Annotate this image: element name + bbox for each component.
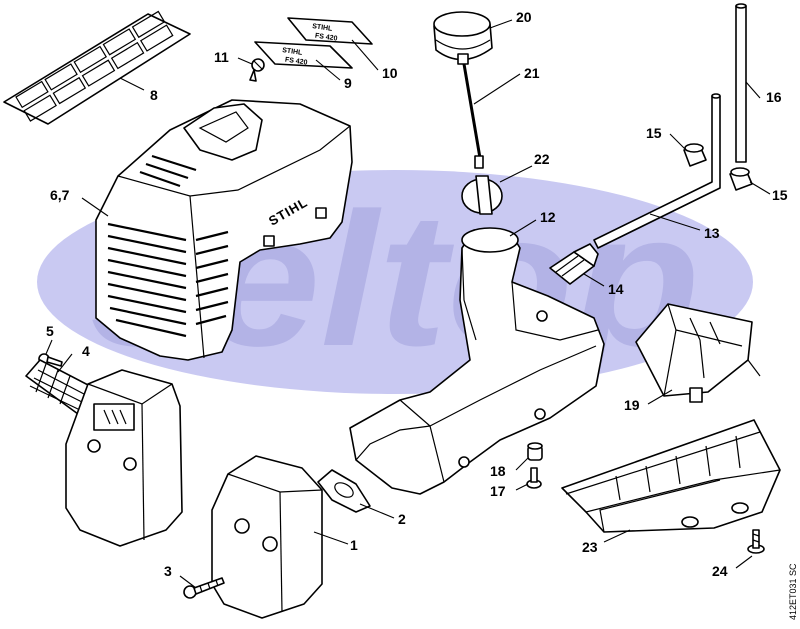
grommet-icon	[683, 143, 707, 167]
svg-text:STIHL: STIHL	[312, 23, 334, 33]
gasket	[317, 469, 371, 513]
callout-9: 9	[344, 75, 352, 91]
callout-15a: 15	[646, 125, 662, 141]
leader-lines	[45, 19, 771, 589]
callout-5: 5	[46, 323, 54, 339]
callout-6-7: 6,7	[50, 187, 70, 203]
callout-4: 4	[82, 343, 90, 359]
pickup-line	[462, 63, 484, 169]
callout-17: 17	[490, 483, 506, 499]
muffler-cover	[65, 369, 183, 547]
cap-retainer	[461, 175, 503, 215]
screw-icon	[183, 577, 225, 599]
tank-bracket	[635, 303, 761, 403]
callout-15b: 15	[772, 187, 788, 203]
callout-21: 21	[524, 65, 540, 81]
callout-10: 10	[382, 65, 398, 81]
callout-3: 3	[164, 563, 172, 579]
svg-text:FS 420: FS 420	[314, 33, 337, 43]
callout-1: 1	[350, 537, 358, 553]
callout-24: 24	[712, 563, 728, 579]
callout-23: 23	[582, 539, 598, 555]
guard-plate	[561, 419, 781, 533]
fuel-tank	[349, 227, 605, 495]
cover-grille	[107, 154, 229, 338]
callout-14: 14	[608, 281, 624, 297]
screw-icon	[249, 58, 265, 82]
callout-8: 8	[150, 87, 158, 103]
svg-text:FS 420: FS 420	[284, 57, 307, 67]
fuel-cap-icon	[433, 11, 493, 65]
engine-shroud: STIHL	[95, 99, 353, 361]
decal-strip-9: STIHL FS 420	[254, 41, 353, 69]
callout-2: 2	[398, 511, 406, 527]
decal-sheet	[3, 10, 191, 125]
callout-12: 12	[540, 209, 556, 225]
hose	[735, 3, 747, 163]
grommet-icon	[527, 442, 543, 461]
callout-18: 18	[490, 463, 506, 479]
guard-ribs	[615, 435, 741, 501]
callout-11: 11	[214, 49, 229, 65]
callouts: 1 2 3 4 5 6,7 8 9 10 11 12 13 14 15 15 1…	[46, 9, 788, 579]
callout-22: 22	[534, 151, 550, 167]
callout-13: 13	[704, 225, 720, 241]
screw-icon	[747, 529, 765, 554]
callout-20: 20	[516, 9, 532, 25]
fuel-filter-icon	[549, 243, 599, 285]
callout-19: 19	[624, 397, 640, 413]
svg-text:STIHL: STIHL	[282, 47, 304, 57]
fuel-hose	[593, 93, 721, 249]
muffler	[211, 455, 323, 619]
screw-icon	[526, 467, 542, 489]
callout-16: 16	[766, 89, 782, 105]
decal-strip-10: STIHL FS 420	[287, 17, 373, 45]
grommet-icon	[729, 167, 753, 191]
document-reference: 412ET031 SC	[788, 563, 798, 620]
